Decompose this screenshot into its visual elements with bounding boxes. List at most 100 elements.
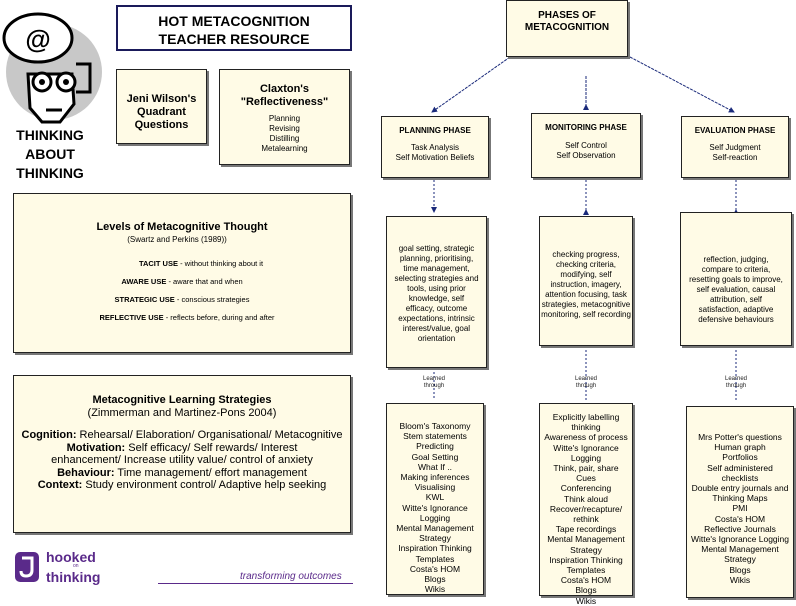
planning-tools-box: Bloom's Taxonomy Stem statements Predict…: [386, 403, 484, 595]
planning-detail-line: efficacy, outcome: [405, 304, 468, 313]
phases-title-1: PHASES OF: [538, 10, 596, 21]
phases-root-box: PHASES OF METACOGNITION: [506, 0, 628, 57]
claxton-title-1: Claxton's: [259, 83, 310, 95]
evaluation-phase-line: Self-reaction: [712, 153, 758, 162]
title-line-2: TEACHER RESOURCE: [158, 31, 310, 47]
arrow-label-evaluation: Learned through: [724, 376, 748, 389]
planning-tool-item: Logging: [419, 512, 451, 523]
planning-phase-line: Self Motivation Beliefs: [395, 153, 475, 162]
planning-tool-item: Inspiration Thinking: [398, 543, 472, 554]
monitoring-detail-line: strategies, metacognitive: [541, 300, 631, 309]
levels-row: STRATEGIC USE - conscious strategies: [114, 295, 250, 304]
evaluation-phase-title: EVALUATION PHASE: [694, 126, 776, 135]
quadrant-questions-box: Jeni Wilson's Quadrant Questions: [116, 69, 207, 144]
evaluation-phase-box: EVALUATION PHASE Self Judgment Self-reac…: [681, 116, 789, 178]
logo-word-2: thinking: [46, 569, 101, 585]
planning-detail-line: knowledge, self: [408, 294, 465, 303]
monitoring-tool-item: Explicitly labelling: [552, 412, 620, 422]
claxton-box: Claxton's "Reflectiveness" Planning Revi…: [219, 69, 350, 165]
strategies-source: (Zimmerman and Martinez-Pons 2004): [87, 406, 277, 419]
strategies-row: enhancement/ Increase utility value/ con…: [51, 454, 313, 466]
quadrant-line-3: Questions: [134, 119, 189, 131]
monitoring-tool-item: Templates: [566, 565, 606, 576]
evaluation-tool-item: PMI: [732, 503, 748, 514]
arrow-label-monitoring: Learned through: [574, 376, 598, 389]
planning-tool-item: Predicting: [416, 441, 454, 452]
monitoring-phase-box: MONITORING PHASE Self Control Self Obser…: [531, 113, 641, 178]
planning-tool-item: Wikis: [424, 584, 446, 595]
evaluation-tool-item: Reflective Journals: [704, 523, 776, 534]
evaluation-tool-item: Thinking Maps: [712, 493, 768, 504]
evaluation-tool-item: Portfolios: [722, 452, 758, 463]
claxton-item: Revising: [269, 124, 300, 133]
planning-tool-item: Mental Management: [396, 523, 474, 534]
evaluation-tool-item: Strategy: [724, 554, 756, 565]
monitoring-tool-item: thinking: [571, 422, 601, 433]
evaluation-detail-line: reflection, judging,: [703, 255, 769, 264]
strategies-row: Cognition: Rehearsal/ Elaboration/ Organ…: [21, 429, 343, 441]
monitoring-tool-item: Conferencing: [560, 483, 612, 494]
planning-tool-item: Visualising: [414, 482, 456, 493]
evaluation-tool-item: Costa's HOM: [714, 513, 766, 524]
planning-detail-line: selecting strategies and: [394, 274, 479, 283]
planning-phase-line: Task Analysis: [410, 143, 460, 152]
side-label-line-3: THINKING: [16, 165, 84, 181]
monitoring-phase-line: Self Observation: [556, 151, 616, 160]
monitoring-tool-item: Think aloud: [564, 493, 608, 504]
planning-detail-line: time management,: [403, 264, 470, 273]
levels-rows: TACIT USE - without thinking about it AW…: [14, 259, 350, 322]
planning-tool-item: Blogs: [424, 574, 446, 585]
monitoring-detail-line: attention focusing, task: [545, 290, 627, 299]
planning-detail-box: goal setting, strategic planning, priori…: [386, 216, 487, 368]
evaluation-phase-line: Self Judgment: [709, 143, 761, 152]
connector-phases-evaluation: [629, 56, 735, 113]
levels-box: Levels of Metacognitive Thought (Swartz …: [13, 193, 351, 353]
monitoring-tool-item: Inspiration Thinking: [549, 554, 623, 565]
monitoring-detail-box: checking progress, checking criteria, mo…: [539, 216, 633, 346]
planning-tool-item: Templates: [415, 553, 455, 564]
planning-tool-item: What If ..: [417, 461, 452, 472]
levels-row: REFLECTIVE USE - reflects before, during…: [99, 313, 275, 322]
monitoring-tool-item: Logging: [570, 452, 602, 463]
strategies-row: Context: Study environment control/ Adap…: [37, 479, 327, 491]
tagline-rule: [158, 583, 353, 584]
monitoring-detail-line: monitoring, self recording: [541, 310, 631, 319]
monitoring-tool-item: Witte's Ignorance: [553, 442, 619, 453]
claxton-title-2: "Reflectiveness": [240, 96, 329, 108]
side-label-line-1: THINKING: [16, 127, 84, 143]
quadrant-line-1: Jeni Wilson's: [126, 93, 197, 105]
title-line-1: HOT METACOGNITION: [158, 13, 310, 29]
monitoring-tool-item: Wikis: [575, 595, 597, 606]
planning-tool-item: Bloom's Taxonomy: [399, 421, 471, 431]
monitoring-detail-line: checking criteria,: [555, 260, 617, 269]
strategies-box: Metacognitive Learning Strategies (Zimme…: [13, 375, 351, 533]
levels-title: Levels of Metacognitive Thought: [96, 221, 268, 233]
strategies-row: Motivation: Self efficacy/ Self rewards/…: [66, 441, 298, 454]
evaluation-detail-line: defensive behaviours: [698, 315, 774, 324]
evaluation-tool-item: Mrs Potter's questions: [698, 432, 782, 442]
monitoring-detail-line: checking progress,: [552, 250, 620, 259]
evaluation-detail-line: satisfaction, adaptive: [698, 305, 774, 314]
planning-detail-line: tools, using prior: [407, 284, 466, 293]
planning-tool-item: Goal Setting: [411, 451, 459, 462]
arrow-label-planning: Learned through: [422, 376, 446, 389]
monitoring-tool-item: Think, pair, share: [553, 463, 619, 474]
evaluation-tool-item: Wikis: [729, 574, 751, 585]
logo-word-1: hooked: [46, 549, 96, 565]
planning-tool-item: Costa's HOM: [409, 563, 461, 574]
planning-tool-item: Witte's Ignorance: [402, 502, 468, 513]
levels-source: (Swartz and Perkins (1989)): [127, 235, 227, 244]
evaluation-tool-item: checklists: [721, 472, 759, 483]
claxton-item: Metalearning: [261, 144, 308, 153]
planning-detail-line: orientation: [417, 334, 456, 343]
monitoring-tool-item: Cues: [576, 473, 596, 484]
strategies-title: Metacognitive Learning Strategies: [92, 394, 272, 406]
planning-detail-line: planning, prioritising,: [399, 254, 474, 263]
evaluation-tool-item: Self administered: [707, 462, 773, 473]
planning-tool-item: Making inferences: [400, 472, 470, 483]
svg-text:@: @: [25, 24, 50, 54]
levels-row: TACIT USE - without thinking about it: [138, 259, 264, 268]
monitoring-phase-title: MONITORING PHASE: [545, 123, 627, 132]
evaluation-detail-line: resetting goals to improve,: [689, 275, 783, 284]
